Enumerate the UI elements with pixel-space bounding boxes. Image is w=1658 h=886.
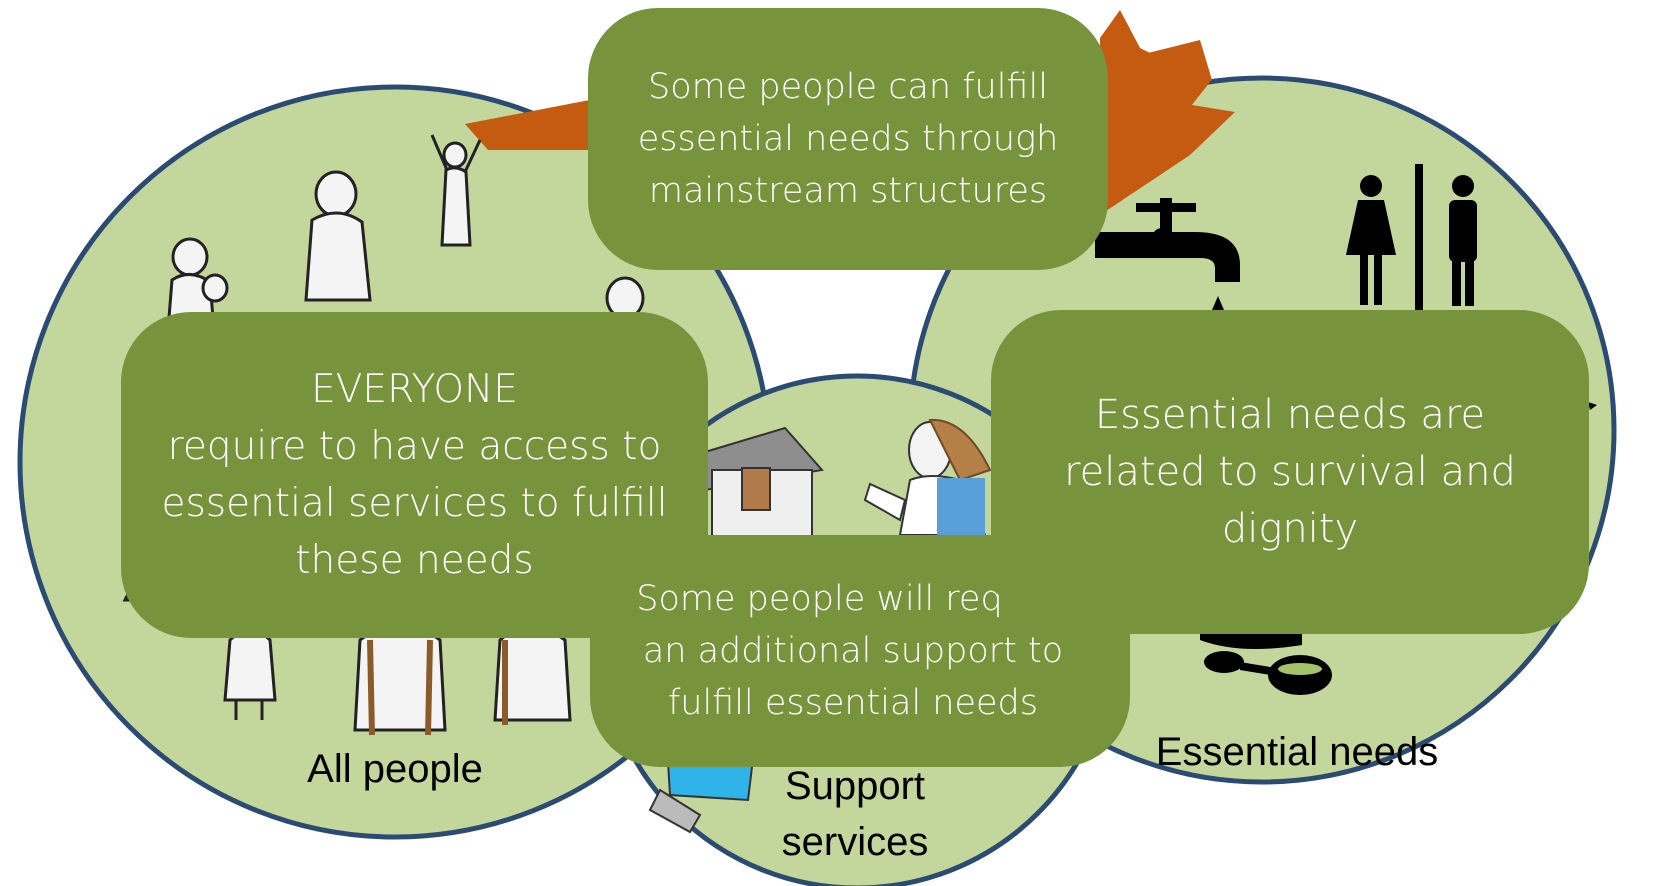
- middle-box-line: an additional support to: [642, 631, 1064, 671]
- house-icon: [704, 426, 824, 546]
- middle-box-line: fulfill essential needs: [667, 683, 1038, 723]
- top-box-line: Some people can fulfill: [648, 67, 1048, 107]
- left-box-line: these needs: [295, 538, 534, 583]
- helper-person-icon: [863, 418, 992, 536]
- additional-support-box: Some people will require an additional s…: [590, 535, 1130, 767]
- toilet-sign-icon: [1346, 164, 1477, 314]
- left-box-line: essential services to fulfill: [161, 481, 668, 526]
- support-services-label: Support services: [765, 758, 945, 870]
- support-services-label-line: Support: [784, 764, 926, 808]
- top-box-line: essential needs through: [637, 119, 1059, 159]
- right-box-line: related to survival and: [1064, 448, 1516, 495]
- water-tap-icon: [1095, 198, 1240, 310]
- everyone-box: EVERYONE require to have access to essen…: [121, 312, 708, 638]
- all-people-label: All people: [307, 747, 483, 791]
- survival-dignity-box: Essential needs are related to survival …: [991, 310, 1589, 634]
- right-box-line: Essential needs are: [1094, 391, 1486, 438]
- right-box-line: dignity: [1221, 505, 1359, 552]
- left-box-line: require to have access to: [167, 424, 662, 469]
- support-services-label-line: services: [781, 820, 929, 864]
- orange-arrow: [465, 10, 1235, 215]
- top-box-line: mainstream structures: [648, 171, 1048, 211]
- essential-needs-label: Essential needs: [1155, 730, 1439, 774]
- mainstream-structures-box: Some people can fulfill essential needs …: [588, 8, 1108, 270]
- left-box-line: EVERYONE: [311, 367, 518, 412]
